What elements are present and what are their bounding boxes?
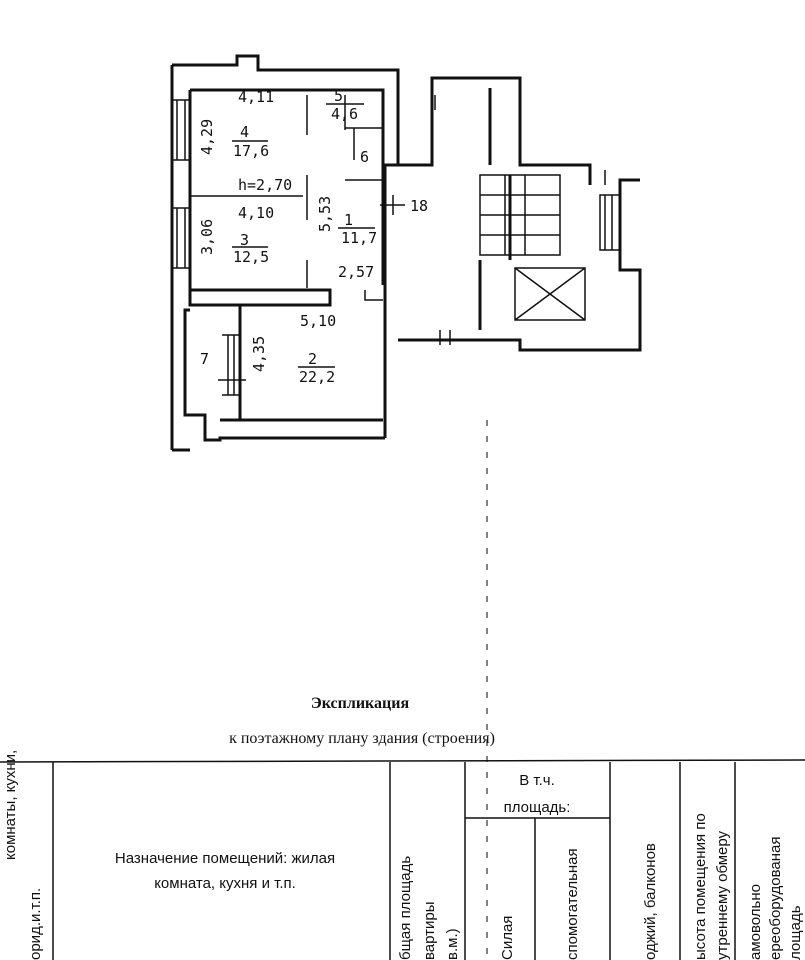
elevator-shaft-icon bbox=[514, 267, 586, 321]
purpose-header-line2: комната, кухня и т.п. bbox=[154, 875, 296, 892]
dim-corridor-length: 5,53 bbox=[316, 196, 334, 232]
room-1-number: 1 bbox=[344, 211, 353, 229]
room-5-number: 5 bbox=[334, 87, 343, 105]
incl-header-line1: В т.ч. bbox=[519, 772, 555, 789]
dim-room3-depth: 3,06 bbox=[198, 219, 216, 255]
room-3-number: 3 bbox=[240, 231, 249, 249]
dim-room3-width: 4,10 bbox=[238, 204, 274, 222]
stairwell-block bbox=[398, 76, 642, 352]
col0-header-line1: комнаты, кухни, bbox=[2, 750, 19, 860]
auxiliary-area-header: спомогательная bbox=[564, 848, 581, 960]
total-area-line2: вартиры bbox=[421, 901, 438, 960]
dim-room2-depth: 4,35 bbox=[250, 336, 268, 372]
height-header-line2: утреннему обмеру bbox=[714, 830, 731, 960]
apartment-walls bbox=[170, 54, 405, 452]
dim-corridor-width: 2,57 bbox=[338, 263, 374, 281]
total-area-line1: бщая площадь bbox=[397, 856, 414, 960]
col0-header-line2: орид.и.т.п. bbox=[27, 888, 44, 960]
room-1-area: 11,7 bbox=[341, 229, 377, 247]
loggia-header: оджий, балконов bbox=[642, 843, 659, 960]
explication-table bbox=[0, 759, 805, 960]
room-5-area: 4,6 bbox=[331, 105, 358, 123]
purpose-header-line1: Назначение помещений: жилая bbox=[115, 850, 335, 867]
height-header-line1: ысота помещения по bbox=[692, 813, 709, 960]
room-6-number: 6 bbox=[360, 148, 369, 166]
total-area-line3: в.м.) bbox=[444, 928, 461, 960]
dim-room2-width: 5,10 bbox=[300, 312, 336, 330]
illegal-header-line1: амовольно bbox=[747, 884, 764, 960]
dim-room4-depth: 4,29 bbox=[198, 119, 216, 155]
room-2-number: 2 bbox=[308, 350, 317, 368]
ceiling-height: h=2,70 bbox=[238, 176, 292, 194]
room-3-area: 12,5 bbox=[233, 248, 269, 266]
incl-header-line2: площадь: bbox=[504, 799, 571, 816]
dim-room4-width: 4,11 bbox=[238, 88, 274, 106]
corridor-label: 18 bbox=[410, 197, 428, 215]
room-7-number: 7 bbox=[200, 350, 209, 368]
living-area-header: Силая bbox=[499, 916, 516, 960]
illegal-header-line2: ереоборудованая bbox=[767, 837, 784, 960]
illegal-header-line3: лощадь bbox=[787, 905, 804, 960]
explication-subtitle: к поэтажному плану здания (строения) bbox=[229, 730, 495, 747]
explication-title: Экспликация bbox=[311, 695, 410, 712]
room-2-area: 22,2 bbox=[299, 368, 335, 386]
room-4-area: 17,6 bbox=[233, 142, 269, 160]
room-4-number: 4 bbox=[240, 123, 249, 141]
